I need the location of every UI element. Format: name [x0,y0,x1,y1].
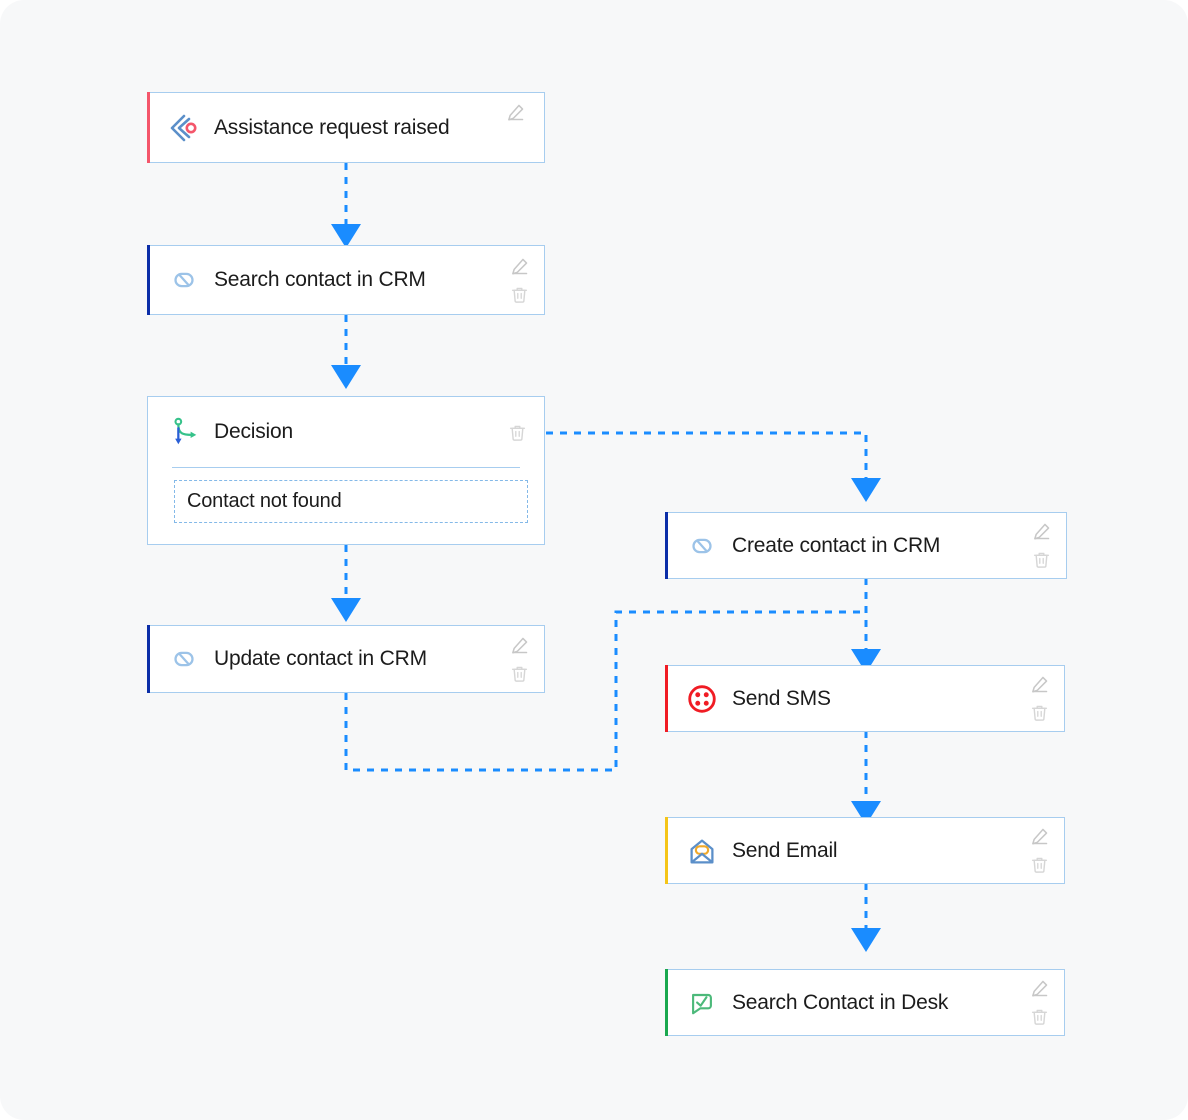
arrowhead [851,478,881,502]
edit-icon[interactable] [1030,521,1052,543]
delete-icon[interactable] [508,283,530,305]
delete-icon[interactable] [1028,702,1050,724]
node-accent-bar [665,969,668,1036]
edit-icon[interactable] [1028,674,1050,696]
delete-icon[interactable] [1028,854,1050,876]
node-search-contact-in-crm[interactable]: Search contact in CRM [147,245,545,315]
crm-link-icon [164,639,204,679]
node-label: Decision [214,420,293,443]
delete-icon[interactable] [1028,1006,1050,1028]
delete-icon[interactable] [1030,549,1052,571]
edit-icon[interactable] [508,634,530,656]
edge-decision-to-create [546,431,868,479]
edit-icon[interactable] [508,255,530,277]
decision-branch-contact-not-found[interactable]: Contact not found [174,480,528,523]
node-actions[interactable] [504,246,534,314]
node-label: Send Email [732,838,838,862]
node-send-sms[interactable]: Send SMS [665,665,1065,732]
node-actions[interactable] [1024,970,1054,1035]
edit-icon[interactable] [1028,826,1050,848]
decision-divider [172,467,520,468]
node-actions[interactable] [506,421,528,443]
crm-link-icon [164,260,204,300]
delete-icon[interactable] [508,662,530,684]
node-label: Update contact in CRM [214,647,427,670]
delete-icon[interactable] [506,421,528,443]
node-accent-bar [147,92,150,163]
sms-twilio-icon [682,679,722,719]
node-decision[interactable]: Decision Contact not found [147,396,545,545]
node-label: Create contact in CRM [732,533,941,557]
arrowhead [331,365,361,389]
email-envelope-icon [682,831,722,871]
crm-link-icon [682,526,722,566]
node-actions[interactable] [1024,666,1054,731]
node-accent-bar [147,245,150,315]
node-update-contact-in-crm[interactable]: Update contact in CRM [147,625,545,693]
desk-chat-icon [682,983,722,1023]
edit-icon[interactable] [504,101,526,123]
node-send-email[interactable]: Send Email [665,817,1065,884]
node-accent-bar [665,817,668,884]
node-accent-bar [147,625,150,693]
node-label: Send SMS [732,686,831,710]
node-actions[interactable] [504,626,534,692]
branch-decision-icon [164,412,204,452]
node-label: Search Contact in Desk [732,990,949,1014]
node-search-contact-in-desk[interactable]: Search Contact in Desk [665,969,1065,1036]
node-actions[interactable] [1026,513,1056,578]
arrowhead [851,928,881,952]
node-label: Assistance request raised [214,115,450,139]
node-create-contact-in-crm[interactable]: Create contact in CRM [665,512,1067,579]
node-actions[interactable] [1024,818,1054,883]
node-assistance-request-raised[interactable]: Assistance request raised [147,92,545,163]
arrowhead [331,598,361,622]
node-label: Search contact in CRM [214,268,426,291]
node-accent-bar [665,512,668,579]
edit-icon[interactable] [1028,978,1050,1000]
node-actions[interactable] [500,93,530,162]
deskingo-diamond-icon [164,108,204,148]
